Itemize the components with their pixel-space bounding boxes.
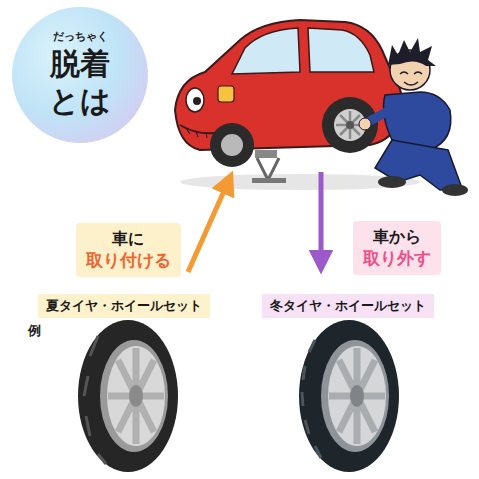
summer-tire <box>78 320 178 472</box>
body-text: 脱着 とは <box>46 45 115 120</box>
winter-tire <box>299 320 399 472</box>
action-box: 車から取り外す <box>353 221 441 276</box>
remove-arrow <box>319 172 324 262</box>
body-text: 取り外す <box>363 247 431 269</box>
title-circle: だっちゃく脱着 とは <box>12 7 148 143</box>
action-box: 車に取り付ける <box>76 223 181 278</box>
heading-text: 車から <box>363 227 431 248</box>
body-text: 取り付ける <box>86 249 171 271</box>
heading-text: だっちゃく <box>53 30 108 44</box>
mechanic-figure <box>359 38 468 196</box>
body-text: 夏タイヤ・ホイールセット <box>46 298 202 314</box>
attach-arrow <box>188 182 228 272</box>
heading-text: 車に <box>86 229 171 250</box>
note-label: 例 <box>28 322 41 340</box>
body-text: 冬タイヤ・ホイールセット <box>270 298 426 314</box>
tire-band: 夏タイヤ・ホイールセット <box>38 294 210 318</box>
tire-band: 冬タイヤ・ホイールセット <box>262 294 434 318</box>
